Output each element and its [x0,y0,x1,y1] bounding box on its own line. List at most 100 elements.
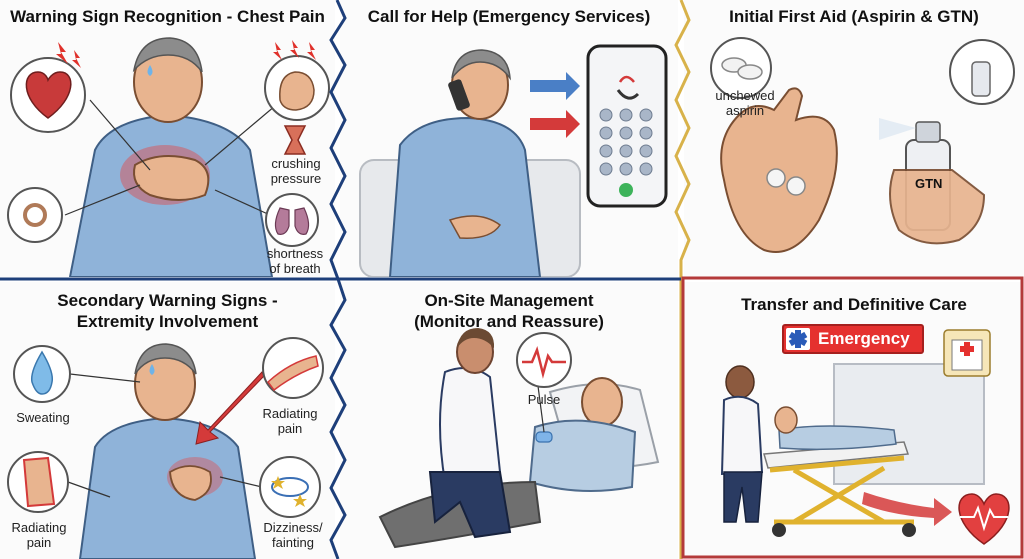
patient-on-stretcher [778,425,897,451]
label-unchewed-aspirin: unchewed aspirin [706,88,784,118]
dizzy-callout [259,456,321,518]
label-text: crushing pressure [270,156,322,186]
leader-arm [67,481,111,498]
leader-ok [64,184,141,216]
holding-hand [889,169,986,245]
lungs-callout [265,193,319,247]
paramedic-legs [428,471,512,539]
lightning-icon-4 [290,40,299,58]
secondary-signs-illustration [7,337,324,559]
leader-lungs [214,189,271,216]
emergency-sign: Emergency [782,324,924,354]
man-torso [388,116,542,277]
star-of-life-svg [788,330,808,348]
label-dizziness-fainting: Dizziness/ fainting [254,520,332,550]
arrow-blue-icon [530,72,580,100]
leader-sweat [69,373,141,383]
first-aid-illustration [710,37,1015,253]
arrow-red-icon [530,110,580,138]
panel-title: Warning Sign Recognition - Chest Pain [10,7,325,26]
call-button-icon [619,183,633,197]
leader-pulse [537,385,545,433]
pulse-wave-icon [522,346,566,379]
label-text: Radiating pain [11,520,67,550]
label-text: Radiating pain [262,406,318,436]
panel-secondary-signs: Secondary Warning Signs - Extremity Invo… [0,282,335,559]
patient-head [581,377,623,427]
man-torso [78,416,257,559]
leader-heart [89,99,151,171]
label-text: unchewed aspirin [715,88,775,118]
sweat-drop [147,65,153,76]
phone-call-illustration [359,44,668,277]
spray-mist [879,118,916,140]
sweat-drop [149,364,155,375]
lightning-icon-5 [307,42,316,60]
stretcher-wheel [772,523,786,537]
panel-title: Secondary Warning Signs - Extremity Invo… [57,291,278,331]
panel-first-aid: Initial First Aid (Aspirin & GTN) unchew… [684,0,1024,277]
pulse-callout [516,332,572,388]
label-text: shortness of breath [266,246,324,276]
hands-on-chest [133,155,210,201]
dizzy-star-icon-2 [293,494,307,507]
lightning-icon-3 [273,42,282,60]
panel-title: On-Site Management (Monitor and Reassure… [414,291,604,331]
aspirin-tablet-icon-2 [737,64,763,80]
chest-pain-illustration [7,37,330,277]
pill-in-palm-icon [766,168,786,188]
panel-chest-pain: Warning Sign Recognition - Chest Pain [0,0,335,277]
held-phone-icon [448,79,470,111]
keypad [599,108,653,176]
stretcher-wheel-2 [902,523,916,537]
water-drop-icon [30,350,54,395]
emergency-sign-text: Emergency [818,329,910,348]
label-crushing-pressure: crushing pressure [262,156,330,186]
glove-icon [535,431,553,443]
gtn-spray-small-icon [971,61,991,97]
label-sweating: Sweating [16,410,70,425]
phone-ring-icon [618,75,635,83]
lightning-icon-2 [72,50,81,68]
leader-dizzy [219,476,263,488]
gtn-spray-nozzle-icon [915,121,941,143]
smartphone-icon [586,44,668,208]
label-gtn: GTN [915,176,943,191]
fist-icon [279,71,315,111]
label-pulse: Pulse [527,392,561,407]
ok-hand-icon [23,203,47,227]
dizzy-swirl-icon [271,477,309,497]
heart-icon [25,71,72,119]
hand-on-chest [169,465,212,501]
pressure-icon [283,125,307,155]
paramedic-legs [723,471,763,523]
patient-torso [528,419,637,492]
man-hair [451,49,511,81]
paramedic-hair [457,328,495,348]
forearm-pain-icon [22,456,56,508]
arm-pain-icon [266,355,319,392]
heart-icon [958,493,1010,545]
hospital-cross-2 [960,346,974,352]
label-radiating-pain-forearm: Radiating pain [4,520,74,550]
man-hair [132,37,203,73]
paramedic-head [725,365,755,399]
star-of-life-icon [786,328,810,350]
lungs-icon [274,207,310,235]
panel-call-for-help: Call for Help (Emergency Services) [340,0,678,277]
radiating-arrow-icon [195,371,265,445]
pill-in-palm-icon-2 [786,176,806,196]
paramedic-body [439,367,502,484]
building-wall [833,363,985,485]
panel-transfer-care: Transfer and Definitive Care [684,282,1024,559]
label-shortness-of-breath: shortness of breath [258,246,332,276]
panel-title: Initial First Aid (Aspirin & GTN) [729,7,979,26]
man-hair [134,343,197,375]
paramedic-body [720,395,764,476]
dizzy-star-icon [271,476,285,489]
panel-title: Call for Help (Emergency Services) [367,7,651,26]
label-radiating-pain-arm: Radiating pain [252,406,328,436]
handset-icon [616,89,640,100]
hand-on-knee [448,215,502,239]
